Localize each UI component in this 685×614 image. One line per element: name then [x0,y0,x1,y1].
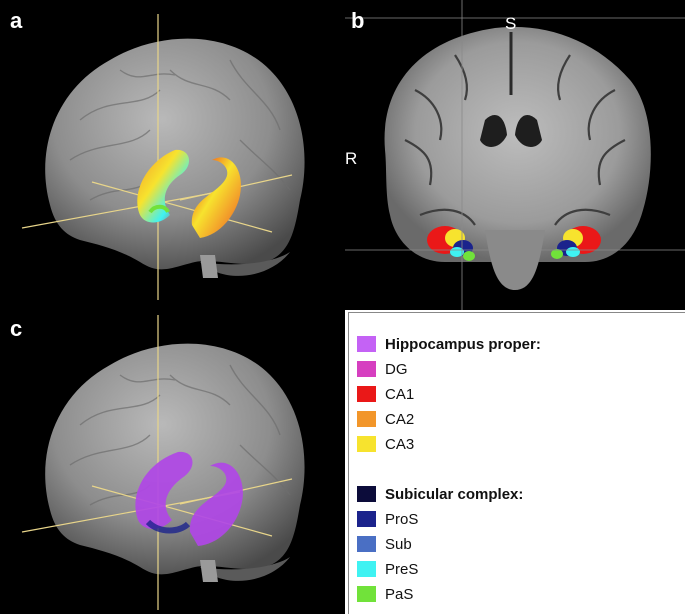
legend-item: ProS [357,510,418,528]
hippocampus-right [551,226,601,259]
legend-swatch [357,361,376,377]
coronal-mri-slice [345,0,685,310]
legend-item: CA3 [357,435,414,453]
legend-label-ca1: CA1 [385,385,415,403]
panel-b: b S R [345,0,685,310]
legend-title-subicular-complex: Subicular complex: [385,485,524,503]
legend-group-title: Subicular complex: [357,485,523,503]
legend-label-sub: Sub [385,535,412,553]
legend-swatch [357,436,376,452]
legend-swatch [357,411,376,427]
brain-3d-subfields [21,14,305,300]
legend-label-dg: DG [385,360,408,378]
legend-label-pas: PaS [385,585,414,603]
legend-item: Sub [357,535,412,553]
hippocampus-left [427,226,475,261]
legend-swatch [357,486,376,502]
legend-item: DG [357,360,408,378]
legend-item: PreS [357,560,418,578]
legend-swatch [357,511,376,527]
panel-letter-c: c [10,316,23,341]
legend-label-ca2: CA2 [385,410,415,428]
legend-title-hippocampus-proper: Hippocampus proper: [385,335,541,353]
legend-swatch [357,386,376,402]
legend-group-title: Hippocampus proper: [357,335,541,353]
legend-item: PaS [357,585,413,603]
legend-swatch [357,561,376,577]
panel-letter-b: b [351,8,365,33]
panel-letter-a: a [10,8,23,33]
legend-swatch [357,336,376,352]
orientation-superior: S [505,14,517,33]
legend-label-pros: ProS [385,510,419,528]
brain-3d-hippocampus-proper [21,315,305,610]
legend-label-pres: PreS [385,560,419,578]
legend-label-ca3: CA3 [385,435,415,453]
panel-a: a [0,0,345,310]
legend-swatch [357,536,376,552]
legend-item: CA2 [357,410,414,428]
panel-c: c [0,310,345,614]
orientation-right: R [345,149,358,168]
legend-item: CA1 [357,385,414,403]
legend: Hippocampus proper: DG CA1 CA2 CA3 Subic… [348,312,685,614]
legend-swatch [357,586,376,602]
